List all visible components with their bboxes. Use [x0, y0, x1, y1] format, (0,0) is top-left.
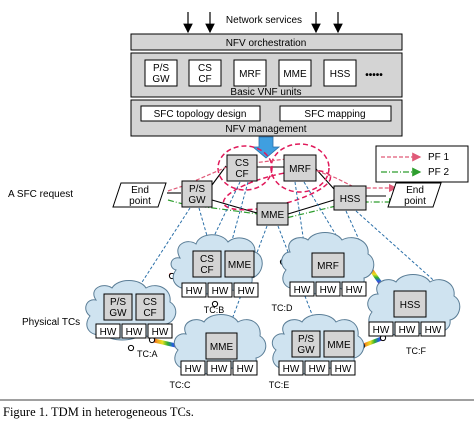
svg-text:HSS: HSS: [340, 194, 361, 205]
nfv-orchestration-bar: [130, 33, 403, 51]
svg-text:P/S: P/S: [110, 297, 126, 308]
sfc-vnf-ps-gw: P/S GW: [181, 180, 213, 208]
svg-text:CS: CS: [198, 63, 212, 74]
more-units-ellipsis: •••••: [365, 70, 383, 81]
vnf-unit-hss: HSS: [323, 59, 357, 87]
end-point-right: End point: [387, 182, 442, 208]
svg-text:HW: HW: [211, 364, 228, 375]
svg-text:CF: CF: [235, 169, 248, 180]
vnf-unit-mme: MME: [278, 59, 312, 87]
svg-text:MRF: MRF: [239, 69, 261, 80]
end-point-left: End point: [112, 182, 167, 208]
tc-e-cloud: P/S GW MME HW HW HW TC:E: [269, 314, 365, 390]
svg-text:End: End: [406, 185, 424, 196]
svg-text:GW: GW: [297, 345, 315, 356]
sfc-links: [167, 165, 386, 215]
svg-text:HW: HW: [283, 364, 300, 375]
svg-text:HW: HW: [152, 327, 169, 338]
svg-text:CF: CF: [198, 74, 211, 85]
vnf-unit-cs-cf: CS CF: [188, 59, 222, 87]
tc-c-cloud: MME HW HW HW TC:C: [170, 314, 267, 390]
svg-text:GW: GW: [109, 308, 127, 319]
sfc-request-label: A SFC request: [8, 189, 73, 200]
svg-text:HW: HW: [185, 364, 202, 375]
sfc-vnf-hss: HSS: [333, 185, 367, 211]
sfc-topology-design-box: [140, 105, 261, 122]
svg-text:HW: HW: [100, 327, 117, 338]
svg-text:HW: HW: [399, 325, 416, 336]
nfv-orchestration-label: NFV orchestration: [226, 38, 307, 49]
svg-text:MME: MME: [261, 210, 285, 221]
legend-pf2: PF 2: [428, 167, 450, 178]
svg-text:HW: HW: [212, 286, 229, 297]
svg-text:CS: CS: [235, 158, 249, 169]
legend-pf1: PF 1: [428, 152, 450, 163]
svg-text:HW: HW: [294, 285, 311, 296]
svg-text:CS: CS: [143, 297, 157, 308]
sfc-mapping-box: [279, 105, 392, 122]
svg-text:GW: GW: [152, 74, 170, 85]
sfc-vnf-mme: MME: [256, 202, 289, 226]
legend: PF 1 PF 2: [375, 145, 469, 183]
svg-text:HW: HW: [309, 364, 326, 375]
sfc-topology-design-label: SFC topology design: [154, 109, 247, 120]
svg-text:End: End: [131, 185, 149, 196]
svg-text:CF: CF: [200, 265, 213, 276]
svg-text:HW: HW: [425, 325, 442, 336]
sfc-vnf-mrf: MRF: [283, 154, 317, 182]
svg-text:HW: HW: [373, 325, 390, 336]
basic-vnf-units-label: Basic VNF units: [230, 87, 301, 98]
tc-e-label: TC:E: [269, 380, 290, 390]
tc-b-label: TC:B: [204, 305, 225, 315]
network-service-arrows: [183, 12, 343, 34]
svg-text:CS: CS: [200, 254, 214, 265]
svg-text:MME: MME: [228, 260, 252, 271]
svg-text:MME: MME: [327, 340, 351, 351]
tc-b-cloud: CS CF MME HW HW HW TC:B: [170, 234, 263, 315]
sfc-mapping-label: SFC mapping: [304, 109, 365, 120]
network-services-label: Network services: [226, 15, 302, 26]
svg-text:P/S: P/S: [298, 334, 314, 345]
svg-text:point: point: [129, 196, 151, 207]
svg-text:HW: HW: [186, 286, 203, 297]
svg-text:MME: MME: [210, 342, 234, 353]
vnf-unit-mrf: MRF: [233, 59, 267, 87]
tc-d-cloud: MRF HW HW HW TC:D: [272, 232, 375, 313]
tc-a-cloud: P/S GW CS CF HW HW HW TC:A: [85, 280, 177, 359]
svg-text:HW: HW: [346, 285, 363, 296]
vnf-unit-ps-gw: P/S GW: [144, 59, 178, 87]
svg-text:MME: MME: [283, 69, 307, 80]
tc-f-label: TC:F: [406, 346, 426, 356]
svg-text:GW: GW: [188, 195, 206, 206]
svg-text:HW: HW: [320, 285, 337, 296]
svg-text:HW: HW: [335, 364, 352, 375]
svg-text:HSS: HSS: [400, 300, 421, 311]
svg-text:HW: HW: [238, 286, 255, 297]
svg-text:point: point: [404, 196, 426, 207]
sfc-vnf-cs-cf: CS CF: [226, 154, 258, 182]
svg-text:P/S: P/S: [189, 184, 205, 195]
svg-text:CF: CF: [143, 308, 156, 319]
physical-tcs-label: Physical TCs: [22, 317, 80, 328]
tc-a-label: TC:A: [137, 349, 158, 359]
svg-text:HW: HW: [237, 364, 254, 375]
nfv-management-label: NFV management: [225, 124, 306, 135]
tc-f-cloud: HSS HW HW HW TC:F: [367, 274, 461, 356]
svg-text:HW: HW: [126, 327, 143, 338]
svg-text:MRF: MRF: [289, 164, 311, 175]
figure-caption: Figure 1. TDM in heterogeneous TCs.: [3, 405, 194, 419]
down-arrow-icon: [251, 136, 281, 159]
tc-d-label: TC:D: [272, 303, 293, 313]
tc-c-label: TC:C: [170, 380, 191, 390]
svg-text:HSS: HSS: [330, 69, 351, 80]
svg-text:P/S: P/S: [153, 63, 169, 74]
svg-text:MRF: MRF: [317, 261, 339, 272]
